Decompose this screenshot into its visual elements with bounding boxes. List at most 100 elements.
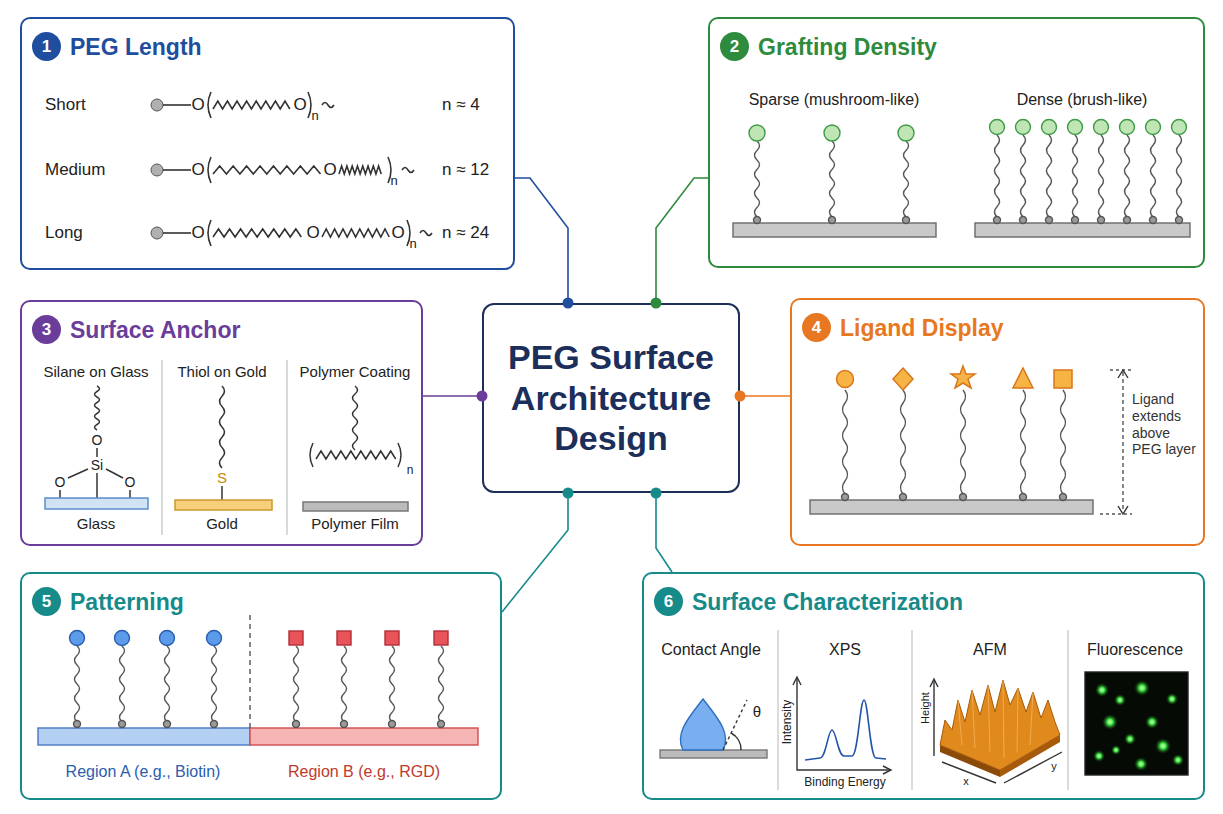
patterned-chains xyxy=(212,646,217,722)
peg-chain-structure xyxy=(388,157,391,183)
grafted-chains xyxy=(1146,120,1161,135)
ligand-chains xyxy=(900,494,907,501)
peg-chain-structure xyxy=(407,220,410,246)
diagram-label: Si xyxy=(91,457,103,474)
diagram-label: n xyxy=(407,463,414,477)
grafted-chains xyxy=(898,125,914,141)
diagram-label: n xyxy=(311,108,318,124)
step-badge: 6 xyxy=(654,587,683,616)
category-panel: Surface Anchor3 xyxy=(20,300,423,546)
diagram-label: O xyxy=(391,223,404,243)
characterization-icons xyxy=(1095,683,1109,697)
grafted-chains xyxy=(903,217,910,224)
connector-dot xyxy=(563,298,574,309)
connector-line xyxy=(740,395,790,397)
step-number: 5 xyxy=(42,593,51,610)
grafted-chains xyxy=(1046,217,1053,224)
diagram-label: Ligand extends above PEG layer xyxy=(1132,391,1202,458)
characterization-icons xyxy=(660,750,767,758)
peg-chain-structure xyxy=(322,103,334,108)
peg-chain-structure xyxy=(151,99,163,111)
step-number: 1 xyxy=(42,38,51,55)
grafted-chains xyxy=(1172,120,1187,135)
category-panel: Surface Characterization 6 xyxy=(642,572,1205,800)
ligand-chains xyxy=(1061,390,1066,494)
grafted-chains xyxy=(1098,217,1105,224)
step-number: 4 xyxy=(812,319,821,336)
connector-line xyxy=(515,178,568,303)
characterization-icons xyxy=(723,700,747,750)
panel-title: Surface Anchor xyxy=(70,317,240,344)
ligand-chains xyxy=(951,366,975,388)
characterization-icons xyxy=(940,680,1060,770)
patterned-chains xyxy=(289,631,448,645)
characterization-icons xyxy=(777,630,778,790)
grafted-chains xyxy=(1176,217,1183,224)
characterization-icons xyxy=(1004,752,1062,783)
grafted-chains xyxy=(1020,217,1027,224)
anchor-structure xyxy=(316,451,396,459)
diagram-label: n ≈ 12 xyxy=(442,160,489,180)
characterization-icons xyxy=(1093,680,1184,771)
patterned-chains xyxy=(75,646,80,722)
diagram-label: O xyxy=(191,95,204,115)
characterization-icons xyxy=(1111,745,1121,755)
ligand-chains xyxy=(1110,369,1132,370)
ligand-chains xyxy=(1122,372,1123,512)
category-panel: Ligand Display4 xyxy=(790,298,1205,546)
diagram-label: Polymer Film xyxy=(311,515,399,533)
ligand-chains xyxy=(1013,368,1033,388)
patterned-chains xyxy=(385,631,399,645)
diagram-label: O xyxy=(92,432,103,449)
grafted-chains xyxy=(995,135,1000,217)
step-badge: 4 xyxy=(802,313,831,342)
patterned-chains xyxy=(165,646,170,722)
anchor-structure xyxy=(59,490,61,498)
diagram-label: Region B (e.g., RGD) xyxy=(288,762,440,781)
patterned-chains xyxy=(342,646,347,722)
characterization-icons xyxy=(797,678,890,770)
patterned-chains xyxy=(160,631,175,646)
grafted-chains xyxy=(830,141,835,217)
ligand-chains xyxy=(1020,494,1027,501)
diagram-label: x xyxy=(963,775,969,788)
patterned-chains xyxy=(211,721,218,728)
peg-chain-structure xyxy=(151,227,163,239)
diagram-label: S xyxy=(217,469,227,487)
anchor-structure xyxy=(175,500,272,510)
connector-dot xyxy=(563,488,574,499)
grafted-chains xyxy=(1150,217,1157,224)
anchor-structure xyxy=(398,443,401,467)
grafted-chains xyxy=(829,217,836,224)
connector-dot xyxy=(651,488,662,499)
characterization-icons xyxy=(680,699,725,750)
diagram-label: θ xyxy=(753,703,761,721)
diagram-label: Gold xyxy=(206,515,238,533)
panel-title: Surface Characterization xyxy=(692,589,963,616)
diagram-label: n xyxy=(409,236,416,252)
ligand-chains xyxy=(810,500,1093,514)
diagram-label: Sparse (mushroom-like) xyxy=(749,90,920,109)
ligand-chains xyxy=(1021,390,1026,494)
diagram-label: Silane on Glass xyxy=(43,363,148,381)
anchor-structure xyxy=(96,448,98,457)
characterization-icons xyxy=(883,766,891,774)
ligand-chains xyxy=(1054,370,1072,388)
diagram-label: Binding Energy xyxy=(804,775,885,789)
ligand-chains xyxy=(893,368,913,390)
connector-line xyxy=(656,493,672,572)
ligand-chains xyxy=(1118,506,1128,514)
patterned-chains xyxy=(293,721,300,728)
characterization-icons xyxy=(911,630,912,790)
grafted-chains xyxy=(1125,135,1130,217)
characterization-icons xyxy=(1102,714,1118,730)
anchor-structure xyxy=(106,469,123,478)
grafted-chains xyxy=(1099,135,1104,217)
grafted-chains xyxy=(754,217,761,224)
characterization-icons xyxy=(930,679,938,687)
grafted-chains xyxy=(1151,135,1156,217)
peg-chain-structure xyxy=(208,92,211,118)
patterned-chains xyxy=(438,721,445,728)
grafted-chains xyxy=(1124,217,1131,224)
characterization-icons xyxy=(1114,694,1126,706)
